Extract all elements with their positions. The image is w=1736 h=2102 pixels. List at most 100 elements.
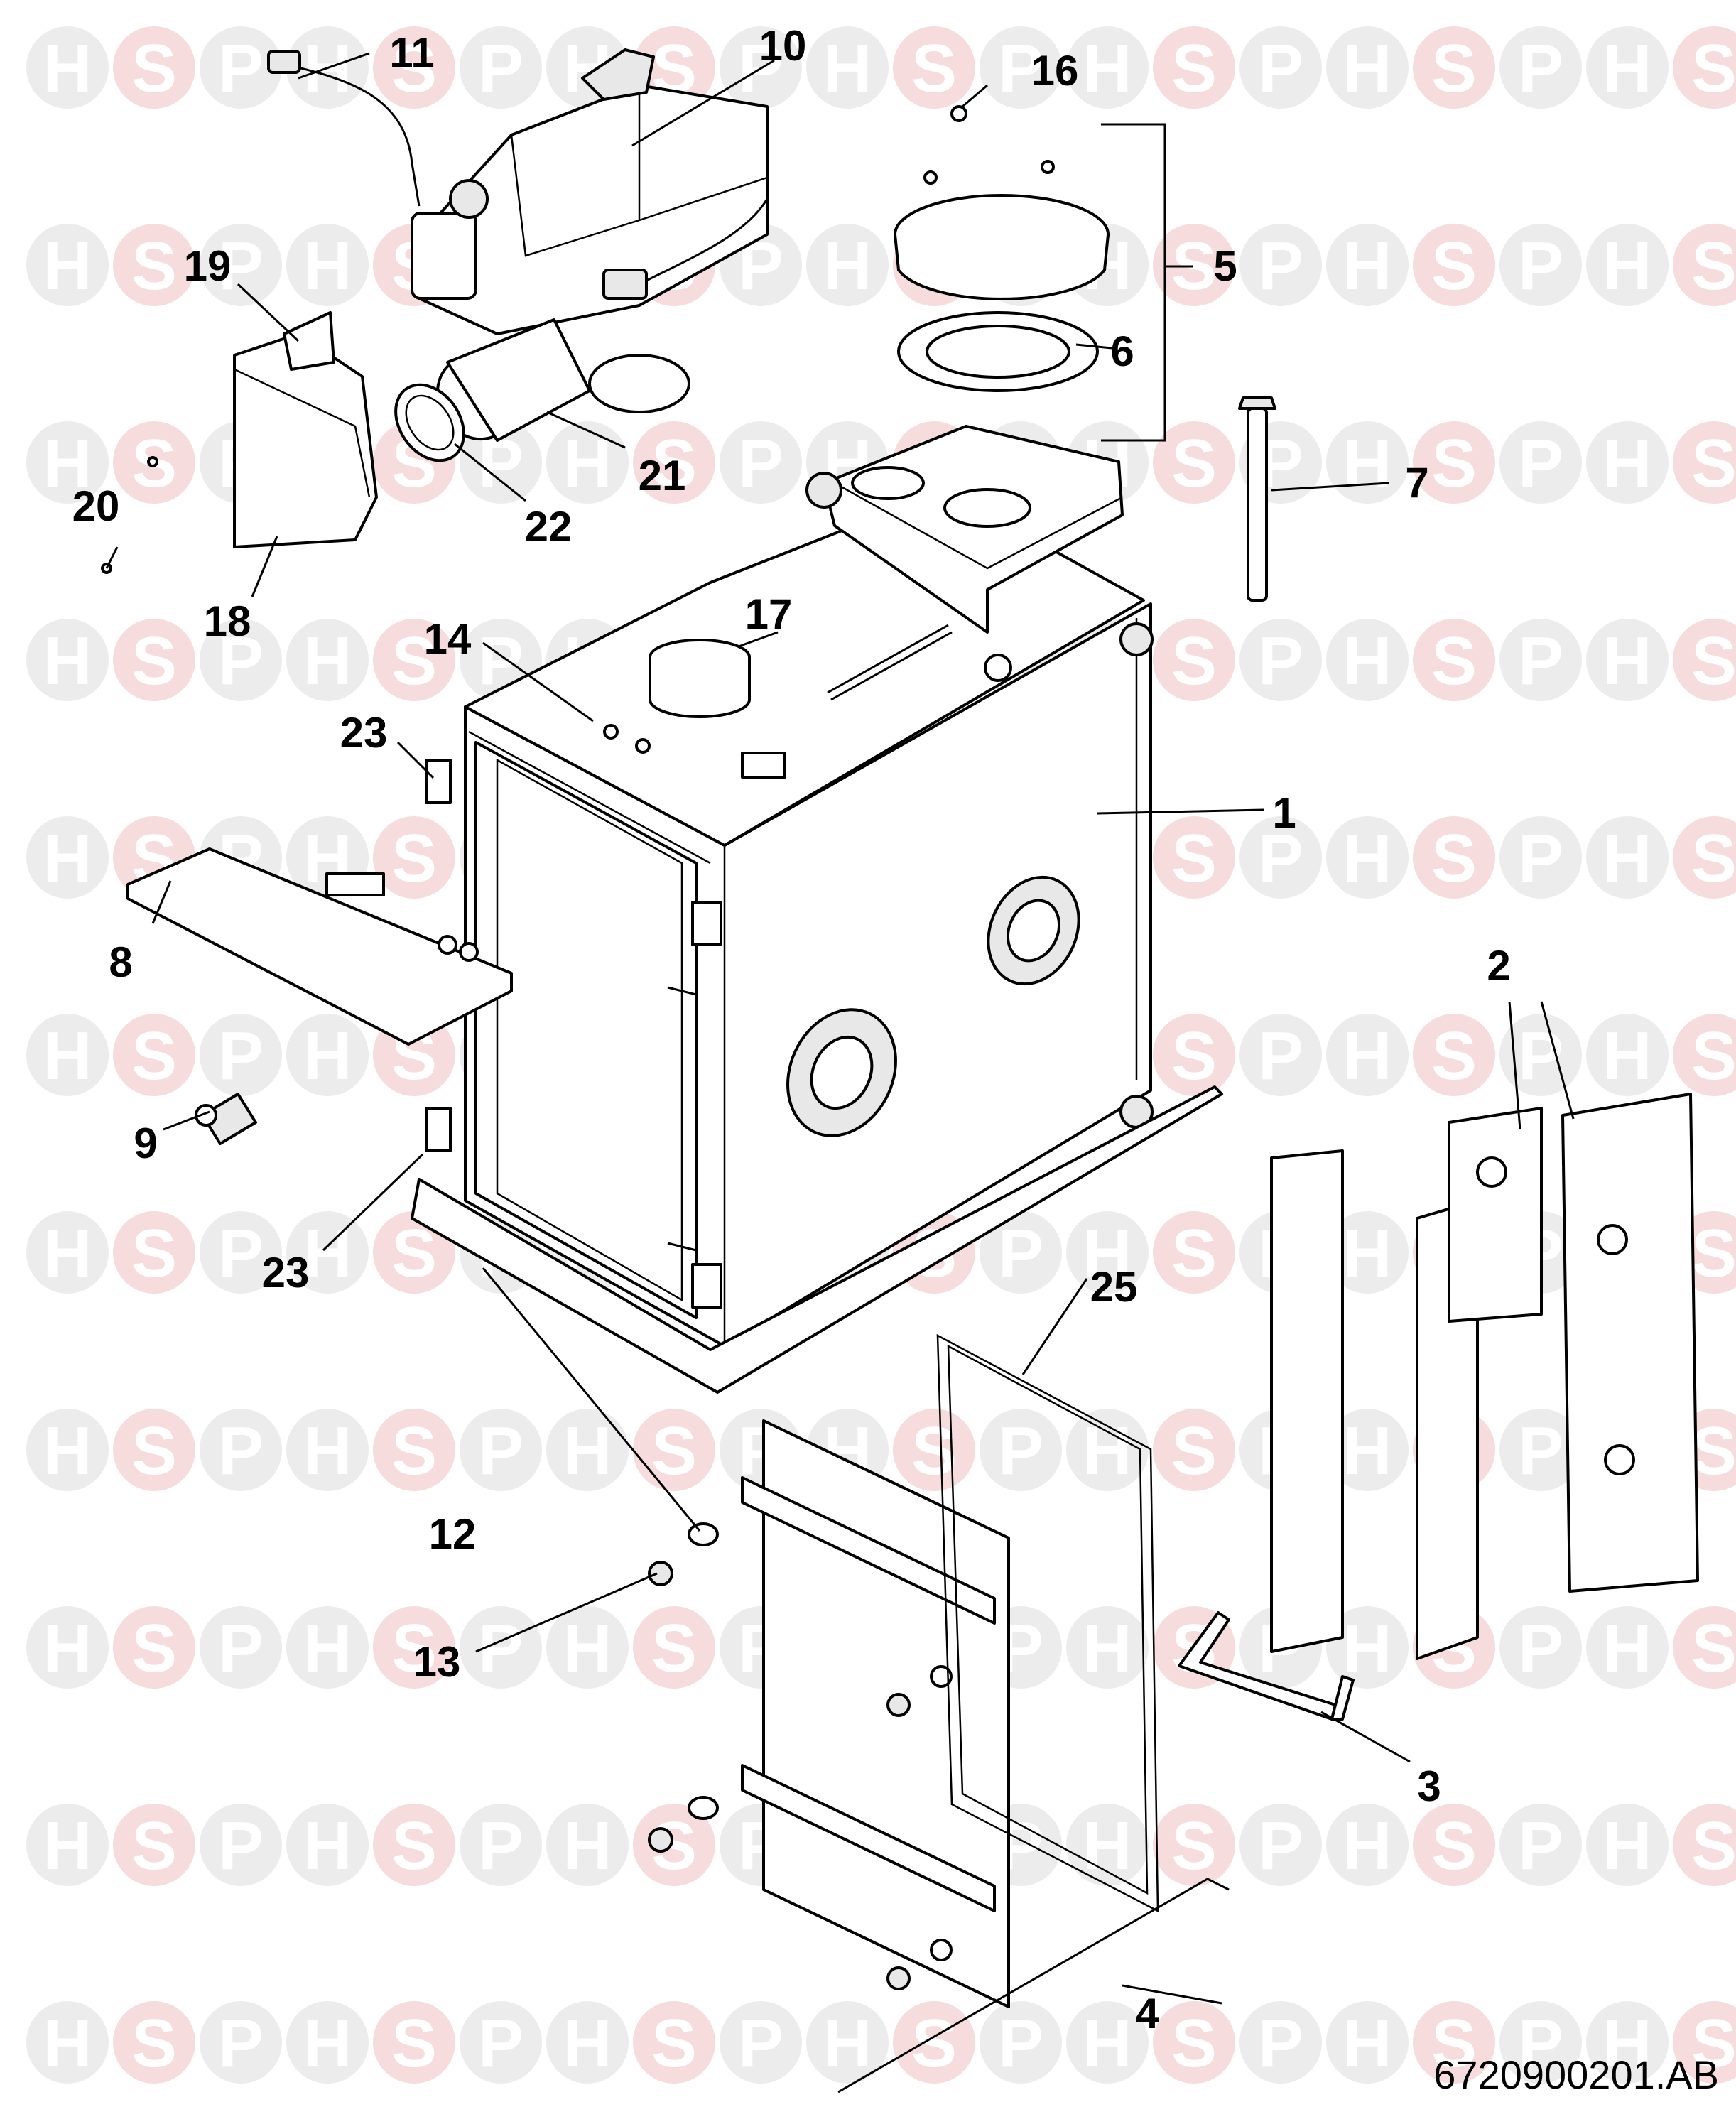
watermark-circle <box>286 619 369 701</box>
watermark-letter: S <box>391 623 437 699</box>
watermark-circle <box>633 1409 715 1491</box>
watermark-letter: S <box>1171 2005 1217 2081</box>
watermark-letter: S <box>1691 1610 1736 1686</box>
watermark-letter: H <box>43 1610 92 1686</box>
callout-2: 2 <box>1487 942 1510 990</box>
watermark-letter: S <box>131 31 177 107</box>
watermark-circle <box>1066 1804 1149 1886</box>
watermark-letter: H <box>43 426 92 502</box>
watermark-circle <box>1586 1014 1669 1096</box>
callout-14: 14 <box>424 615 472 663</box>
watermark-circle <box>200 619 282 701</box>
watermark-circle <box>1586 816 1669 899</box>
watermark-circle <box>1586 224 1669 306</box>
watermark-letter: H <box>303 228 352 304</box>
leader-lines <box>105 52 1575 2093</box>
side-panels <box>1270 1093 1699 1660</box>
watermark-circle <box>1239 1804 1322 1886</box>
watermark-letter: P <box>218 31 264 107</box>
watermark-letter: S <box>1691 1808 1736 1884</box>
watermark-letter: H <box>823 228 872 304</box>
watermark-circle <box>1153 224 1235 306</box>
watermark-circle <box>1586 2001 1669 2084</box>
watermark-circle <box>373 1606 455 1689</box>
parts-drawing <box>101 48 1699 2008</box>
watermark-circle <box>1499 1409 1582 1491</box>
watermark-circle <box>26 1804 109 1886</box>
watermark-circle <box>26 816 109 899</box>
watermark-letter: H <box>1083 1413 1132 1489</box>
watermark-letter: S <box>1691 1018 1736 1094</box>
watermark-letter: S <box>651 2005 697 2081</box>
watermark-circle <box>1326 26 1409 109</box>
watermark-circle <box>1326 1014 1409 1096</box>
watermark-circle <box>373 816 455 899</box>
watermark-letter: H <box>1342 1808 1391 1884</box>
watermark-circle <box>286 1804 369 1886</box>
watermark-circle <box>1673 816 1736 899</box>
callout-3: 3 <box>1417 1762 1441 1810</box>
watermark-letter: P <box>1518 1808 1563 1884</box>
callout-11: 11 <box>389 29 434 77</box>
watermark-letter: H <box>1342 228 1391 304</box>
watermark-letter: P <box>1518 31 1563 107</box>
watermark-circle <box>286 2001 369 2084</box>
watermark-circle <box>26 1211 109 1294</box>
callout-17: 17 <box>745 590 793 638</box>
watermark-letter: S <box>131 1018 177 1094</box>
watermark-circle <box>1673 1804 1736 1886</box>
watermark-circle <box>113 26 195 109</box>
watermark-circle <box>200 1014 282 1096</box>
watermark-circle <box>286 224 369 306</box>
watermark-circle <box>1586 619 1669 701</box>
callout-19: 19 <box>184 242 232 290</box>
watermark-letter: S <box>651 1413 697 1489</box>
callout-25: 25 <box>1090 1263 1138 1311</box>
watermark-letter: S <box>911 1413 957 1489</box>
watermark-letter: S <box>391 1413 437 1489</box>
watermark-letter: P <box>218 1808 264 1884</box>
watermark-circle <box>373 2001 455 2084</box>
burner-hood <box>101 311 378 574</box>
watermark-letter: P <box>1518 2005 1563 2081</box>
watermark-circle <box>1326 1409 1409 1491</box>
watermark-letter: H <box>43 1808 92 1884</box>
watermark-letter: S <box>1171 623 1217 699</box>
watermark-circle <box>286 1211 369 1294</box>
watermark-letter: H <box>1342 1215 1391 1291</box>
watermark-circle <box>286 1409 369 1491</box>
watermark-letter: S <box>1171 1808 1217 1884</box>
watermark-letter: P <box>998 1215 1043 1291</box>
watermark-circle <box>113 224 195 306</box>
watermark-letter: S <box>1691 31 1736 107</box>
watermark-letter: P <box>998 2005 1043 2081</box>
watermark-letter: H <box>1083 1610 1132 1686</box>
watermark-letter: S <box>1431 2005 1477 2081</box>
watermark-circle <box>460 1606 542 1689</box>
watermark-circle <box>1499 224 1582 306</box>
callout-22: 22 <box>525 503 573 551</box>
washers-nuts <box>648 1522 911 1990</box>
watermark-letter: S <box>1171 1018 1217 1094</box>
watermark-letter: S <box>1691 228 1736 304</box>
watermark-circle <box>1066 1606 1149 1689</box>
watermark-letter: S <box>131 1413 177 1489</box>
watermark-circle <box>1673 26 1736 109</box>
watermark-letter: H <box>1342 623 1391 699</box>
watermark-letter: H <box>303 1413 352 1489</box>
watermark-circle <box>460 1409 542 1491</box>
watermark-circle <box>1066 2001 1149 2084</box>
watermark-circle <box>633 421 715 504</box>
callout-1: 1 <box>1272 789 1296 837</box>
watermark-circle <box>806 2001 889 2084</box>
watermark-letter: H <box>1083 31 1132 107</box>
watermark-letter: P <box>1258 820 1303 896</box>
watermark-circle <box>1673 2001 1736 2084</box>
watermark-letter: P <box>1518 623 1563 699</box>
watermark-circle <box>1673 224 1736 306</box>
watermark-letter: P <box>1258 1808 1303 1884</box>
watermark-circle <box>200 1606 282 1689</box>
flue-hood <box>805 425 1124 634</box>
watermark-circle <box>1413 421 1495 504</box>
